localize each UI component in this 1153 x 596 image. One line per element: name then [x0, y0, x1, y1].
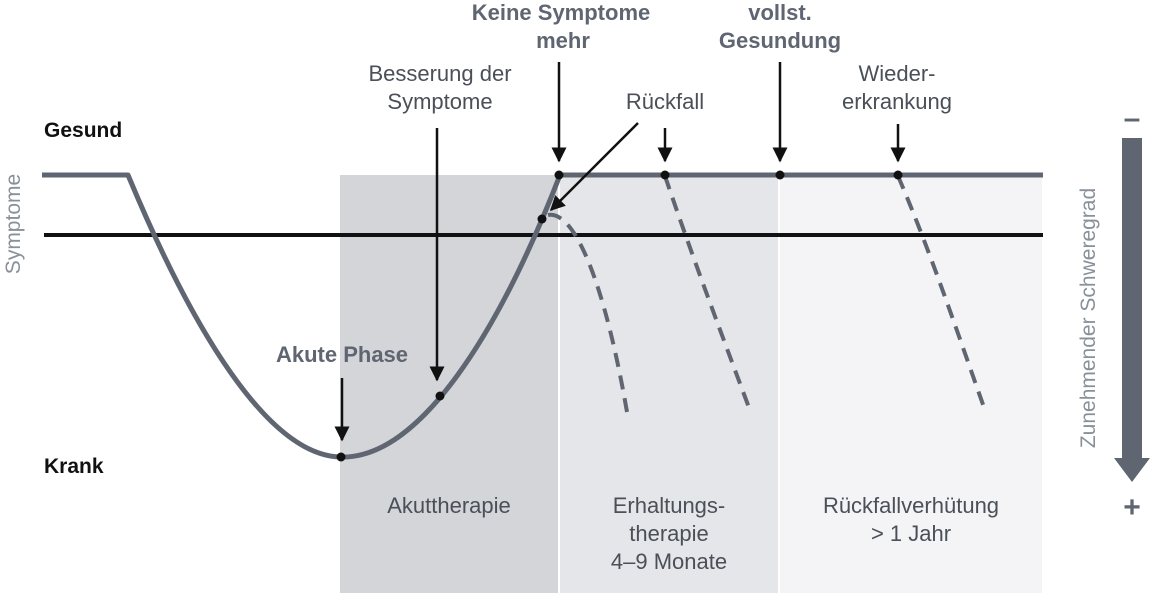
phase-maintenance-label-1: Erhaltungs- — [613, 493, 726, 518]
label-no-symptoms-1: Keine Symptome — [472, 0, 651, 25]
level-sick-label: Krank — [44, 455, 104, 478]
label-recovery-2: Gesundung — [719, 28, 841, 53]
dot-relapse — [660, 170, 670, 180]
severity-axis-label: Zunehmender Schweregrad — [1077, 188, 1100, 448]
phase-prevention-label-1: Rückfallverhütung — [823, 493, 999, 518]
severity-plus-sign: + — [1123, 491, 1141, 524]
phase-maintenance-label-2: therapie — [629, 521, 709, 546]
dot-relapse-start — [537, 214, 547, 224]
phase-acute-label: Akuttherapie — [387, 493, 511, 518]
severity-arrow-head — [1114, 458, 1150, 482]
label-recurrence-2: erkrankung — [842, 89, 952, 114]
arrow-relapse-diagonal — [549, 122, 639, 212]
label-relapse: Rückfall — [626, 89, 704, 114]
relapse-curve-2 — [663, 175, 753, 414]
severity-minus-sign: – — [1124, 102, 1141, 135]
phase-maintenance-label-3: 4–9 Monate — [611, 549, 727, 574]
dot-no-symptoms — [554, 170, 564, 180]
zone-relapse-prevention — [780, 175, 1042, 593]
zone-maintenance-therapy — [560, 175, 778, 593]
label-recurrence-1: Wieder- — [858, 61, 935, 86]
label-no-symptoms-2: mehr — [536, 28, 590, 53]
symptoms-axis-label: Symptome — [2, 174, 25, 274]
relapse-curve-1 — [547, 212, 629, 413]
dot-improvement — [435, 391, 445, 401]
severity-arrow-shaft — [1122, 138, 1142, 460]
level-healthy-label: Gesund — [44, 119, 122, 142]
label-acute-phase: Akute Phase — [276, 342, 408, 367]
dot-acute-phase — [336, 452, 346, 462]
dot-recovery — [775, 170, 785, 180]
label-improvement-1: Besserung der — [368, 61, 511, 86]
label-recovery-1: vollst. — [748, 0, 812, 25]
phase-prevention-label-2: > 1 Jahr — [871, 521, 951, 546]
dot-recurrence — [893, 170, 903, 180]
label-improvement-2: Symptome — [387, 89, 492, 114]
recurrence-curve — [896, 175, 988, 414]
